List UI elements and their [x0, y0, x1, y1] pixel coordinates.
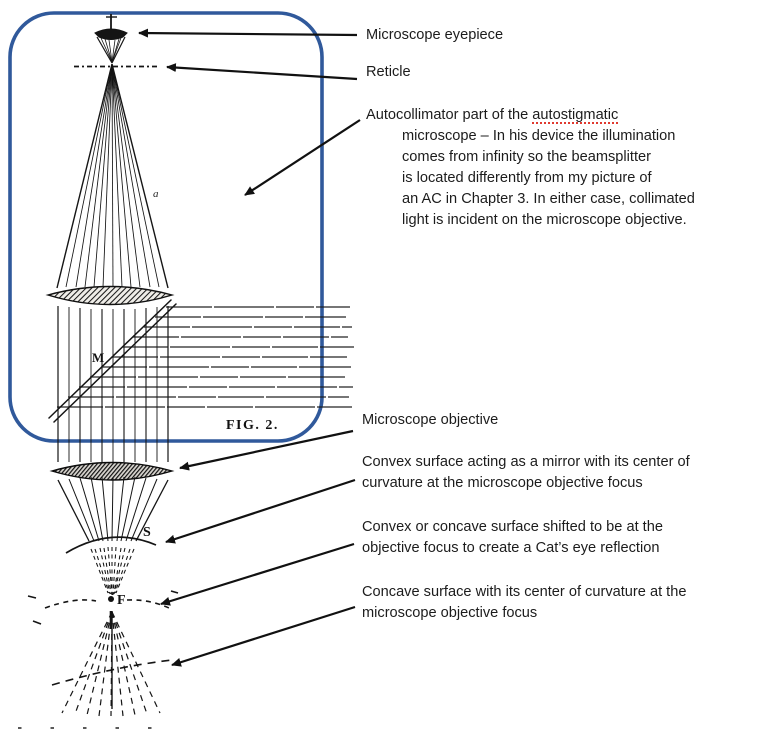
label-concave-surface: Concave surface with its center of curva…: [362, 582, 686, 624]
arrow-to-eyepiece: [138, 28, 358, 38]
arrow-to-objective: [179, 429, 354, 471]
illumination-rays: [57, 306, 354, 408]
focus-point: [108, 596, 114, 602]
arrow-to-concave-surface: [171, 605, 356, 667]
diverging-dashed-fan: [61, 611, 161, 717]
annotation-arrows: [138, 28, 361, 667]
converging-rays: [57, 476, 169, 542]
focus-surface-dashes: [27, 590, 179, 625]
collimating-lens: [45, 285, 175, 306]
paragraph-line-1-prefix: Autocollimator part of the: [366, 107, 533, 123]
label-microscope-objective-text: Microscope objective: [362, 412, 499, 428]
arrow-to-convex-surface: [165, 478, 356, 544]
paragraph-line-6: light is incident on the microscope obje…: [402, 212, 687, 228]
dashed-converging-cone: [90, 546, 135, 596]
collimated-bundle: [57, 306, 169, 462]
beamsplitter-plate: [48, 299, 177, 423]
paragraph-line-3: comes from infinity so the beamsplitter: [402, 149, 651, 165]
misspelled-word: autostigmatic: [532, 107, 619, 123]
surface-label: S: [143, 525, 151, 540]
figure-caption: FIG. 2.: [226, 418, 279, 433]
label-cats-eye: Convex or concave surface shifted to be …: [362, 517, 663, 559]
arrow-to-focus: [160, 542, 355, 606]
label-microscope-eyepiece: Microscope eyepiece: [366, 25, 503, 46]
cone-label: a: [153, 188, 159, 200]
eyepiece-ray-fan: [56, 63, 169, 289]
paragraph-line-5: an AC in Chapter 3. In either case, coll…: [402, 191, 695, 207]
label-microscope-objective: Microscope objective: [362, 410, 498, 431]
beamsplitter-label: M: [92, 350, 104, 365]
arrow-to-reticle: [166, 63, 358, 81]
label-convex-mirror: Convex surface acting as a mirror with i…: [362, 452, 690, 494]
paragraph-line-4: is located differently from my picture o…: [402, 170, 652, 186]
arrow-to-autocollimator: [244, 119, 361, 196]
label-microscope-eyepiece-text: Microscope eyepiece: [366, 27, 504, 43]
label-concave-surface-line-1: Concave surface with its center of curva…: [362, 584, 687, 600]
label-concave-surface-line-2: microscope objective focus: [362, 605, 538, 621]
label-reticle-text: Reticle: [366, 64, 411, 80]
label-convex-mirror-line-1: Convex surface acting as a mirror with i…: [362, 454, 690, 470]
label-convex-mirror-line-2: curvature at the microscope objective fo…: [362, 475, 643, 491]
label-autocollimator-paragraph: Autocollimator part of the autostigmatic…: [366, 105, 766, 231]
label-reticle: Reticle: [366, 62, 411, 83]
concave-surface-arc: [51, 659, 173, 686]
label-cats-eye-line-2: objective focus to create a Cat’s eye re…: [362, 540, 660, 556]
label-cats-eye-line-1: Convex or concave surface shifted to be …: [362, 519, 663, 535]
convex-surface-arc: [65, 536, 157, 554]
autocollimator-callout-box: [8, 11, 324, 443]
paragraph-line-1: Autocollimator part of the autostigmatic: [366, 105, 766, 126]
paragraph-line-2: microscope – In his device the illuminat…: [402, 128, 676, 144]
objective-lens: [49, 461, 175, 481]
eyepiece-drawing: [94, 14, 128, 64]
focus-label: F: [117, 593, 126, 608]
